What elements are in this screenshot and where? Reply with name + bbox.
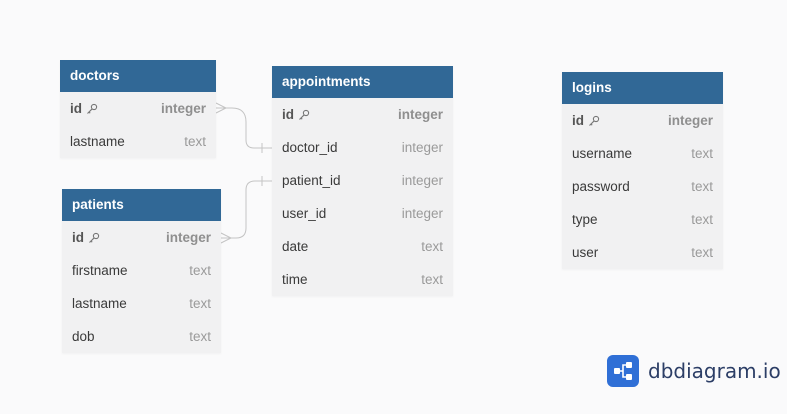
column-name-text: patient_id — [282, 173, 341, 188]
column-name: id — [70, 101, 98, 116]
column-name: lastname — [70, 134, 125, 149]
column-type: text — [189, 296, 211, 311]
column-name: type — [572, 212, 598, 227]
table-doctors[interactable]: doctors id integer lastname text — [60, 60, 216, 158]
table-header-logins[interactable]: logins — [562, 72, 723, 104]
column-type: text — [421, 272, 443, 287]
column-type: text — [691, 179, 713, 194]
column-name: user — [572, 245, 598, 260]
column-type: integer — [165, 230, 211, 245]
column-row-logins-user[interactable]: user text — [562, 236, 723, 269]
table-patients[interactable]: patients id integer firstname text lastname t… — [62, 189, 221, 353]
column-name: lastname — [72, 296, 127, 311]
column-row-doctors-id[interactable]: id integer — [60, 92, 216, 125]
column-name-text: id — [572, 113, 584, 128]
column-name-text: doctor_id — [282, 140, 338, 155]
column-row-appointments-doctor-id[interactable]: doctor_id integer — [272, 131, 453, 164]
column-name: dob — [72, 329, 95, 344]
column-name-text: type — [572, 212, 598, 227]
column-row-patients-lastname[interactable]: lastname text — [62, 287, 221, 320]
column-type: integer — [401, 140, 443, 155]
column-name-text: id — [70, 101, 82, 116]
column-name: password — [572, 179, 630, 194]
column-row-patients-dob[interactable]: dob text — [62, 320, 221, 353]
column-name: firstname — [72, 263, 128, 278]
column-row-logins-type[interactable]: type text — [562, 203, 723, 236]
key-icon — [87, 103, 98, 114]
column-name: username — [572, 146, 632, 161]
key-icon — [89, 232, 100, 243]
column-row-appointments-date[interactable]: date text — [272, 230, 453, 263]
column-name: id — [72, 230, 100, 245]
column-type: text — [184, 134, 206, 149]
column-name-text: username — [572, 146, 633, 161]
column-type: text — [691, 212, 713, 227]
column-type: integer — [397, 107, 443, 122]
many-marker-patients — [220, 232, 233, 244]
column-type: text — [189, 329, 211, 344]
column-type: integer — [401, 173, 443, 188]
table-header-patients[interactable]: patients — [62, 189, 221, 221]
column-name: id — [572, 113, 600, 128]
column-name-text: lastname — [70, 134, 125, 149]
column-name-text: firstname — [72, 263, 128, 278]
column-type: text — [691, 245, 713, 260]
column-row-appointments-id[interactable]: id integer — [272, 98, 453, 131]
many-marker-doctors — [215, 102, 228, 114]
column-row-logins-username[interactable]: username text — [562, 137, 723, 170]
table-header-appointments[interactable]: appointments — [272, 66, 453, 98]
column-type: integer — [401, 206, 443, 221]
column-name: patient_id — [282, 173, 341, 188]
column-row-patients-id[interactable]: id integer — [62, 221, 221, 254]
column-name-text: dob — [72, 329, 95, 344]
brand-text: dbdiagram.io — [648, 359, 781, 383]
column-name: doctor_id — [282, 140, 338, 155]
column-row-appointments-patient-id[interactable]: patient_id integer — [272, 164, 453, 197]
column-type: integer — [160, 101, 206, 116]
column-type: text — [421, 239, 443, 254]
column-name-text: lastname — [72, 296, 127, 311]
column-row-appointments-user-id[interactable]: user_id integer — [272, 197, 453, 230]
key-icon — [589, 115, 600, 126]
column-row-logins-id[interactable]: id integer — [562, 104, 723, 137]
column-type: text — [189, 263, 211, 278]
column-name: id — [282, 107, 310, 122]
table-header-doctors[interactable]: doctors — [60, 60, 216, 92]
table-logins[interactable]: logins id integer username text password text… — [562, 72, 723, 269]
column-name: date — [282, 239, 308, 254]
connector-doctors-appointments[interactable] — [216, 107, 272, 149]
column-name-text: user_id — [282, 206, 327, 221]
brand-watermark[interactable]: dbdiagram.io — [607, 355, 781, 387]
column-name: time — [282, 272, 308, 287]
column-name: user_id — [282, 206, 326, 221]
column-row-doctors-lastname[interactable]: lastname text — [60, 125, 216, 158]
column-name-text: time — [282, 272, 308, 287]
column-name-text: password — [572, 179, 630, 194]
key-icon — [299, 109, 310, 120]
connector-patients-appointments[interactable] — [221, 180, 272, 239]
column-type: integer — [667, 113, 713, 128]
column-name-text: user — [572, 245, 599, 260]
column-row-patients-firstname[interactable]: firstname text — [62, 254, 221, 287]
column-name-text: date — [282, 239, 309, 254]
column-row-appointments-time[interactable]: time text — [272, 263, 453, 296]
column-name-text: id — [72, 230, 84, 245]
column-type: text — [691, 146, 713, 161]
share-nodes-icon — [607, 355, 639, 387]
column-row-logins-password[interactable]: password text — [562, 170, 723, 203]
column-name-text: id — [282, 107, 294, 122]
